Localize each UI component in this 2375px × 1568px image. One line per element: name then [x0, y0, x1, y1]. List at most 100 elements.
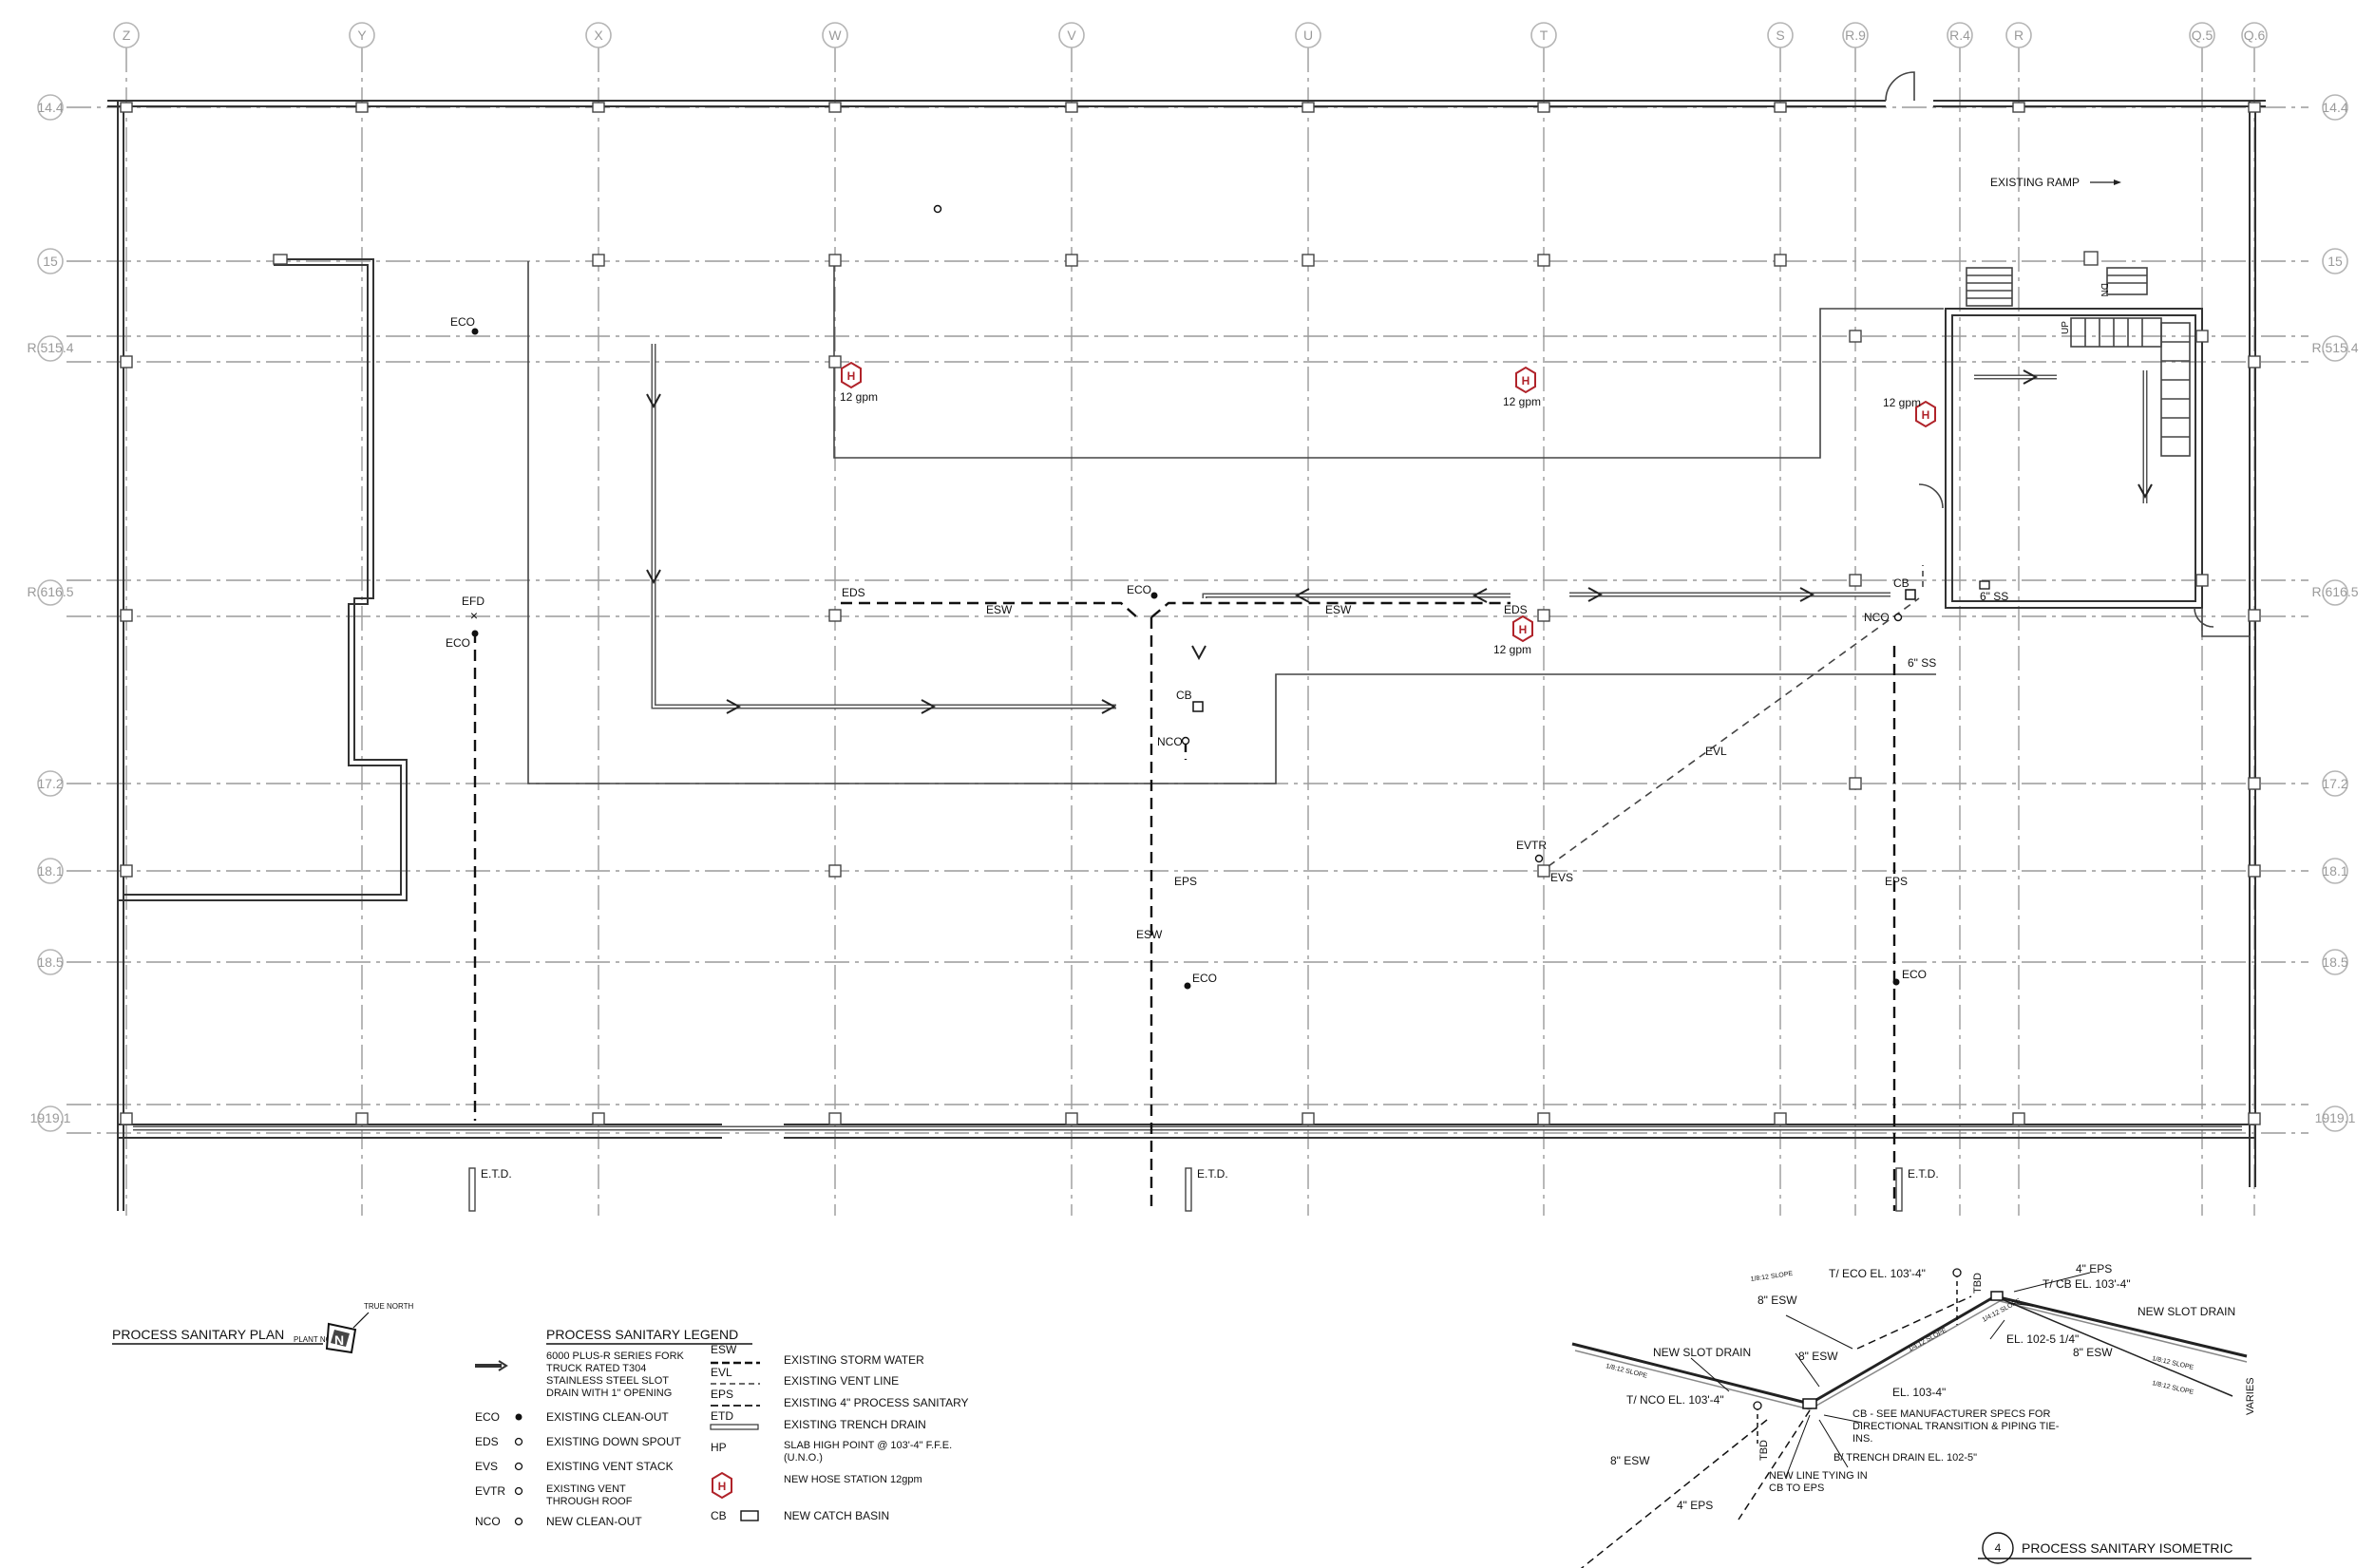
ramp-arrow-head [2114, 179, 2121, 185]
eco-marker-4 [1184, 982, 1191, 990]
gpm-label-1: 12 gpm [840, 390, 878, 404]
svg-text:14.4: 14.4 [37, 100, 63, 115]
top-grid-bubbles: Z Y X W V U T S R.9 R.4 R Q.5 Q.6 [113, 22, 2268, 48]
legend-nco: NCO NEW CLEAN-OUT [475, 1515, 642, 1528]
svg-text:EPS: EPS [711, 1388, 733, 1401]
legend-cb: CB NEW CATCH BASIN [711, 1509, 889, 1522]
grid-bubble-q6: Q.6 [2241, 22, 2268, 48]
svg-text:14.4: 14.4 [2322, 100, 2347, 115]
svg-text:17.2: 17.2 [37, 776, 63, 791]
grid-bubble-x: X [585, 22, 612, 48]
svg-text:NEW CATCH BASIN: NEW CATCH BASIN [784, 1509, 889, 1522]
grid-bubble-r: R [2005, 22, 2032, 48]
svg-text:R.515.4: R.515.4 [27, 340, 73, 355]
ss-label-1: 6" SS [1980, 590, 2008, 603]
svg-text:R.616.5: R.616.5 [27, 584, 73, 599]
grid-bubble-t: T [1530, 22, 1557, 48]
svg-text:1/4:12 SLOPE: 1/4:12 SLOPE [1908, 1327, 1948, 1352]
svg-text:EVL: EVL [711, 1366, 732, 1379]
svg-text:ETD: ETD [711, 1409, 733, 1423]
svg-text:EXISTING DOWN SPOUT: EXISTING DOWN SPOUT [546, 1435, 682, 1448]
cb-label-1: CB [1176, 689, 1192, 702]
legend-etd: ETD EXISTING TRENCH DRAIN [710, 1409, 926, 1431]
svg-text:H: H [1519, 623, 1528, 636]
row-bubble-15-4: R.515.4 R.515.4 [27, 335, 2359, 362]
svg-text:TRUE NORTH: TRUE NORTH [364, 1302, 414, 1311]
hose-station-4: H [1512, 614, 1533, 643]
svg-text:R.515.4: R.515.4 [2311, 340, 2358, 355]
svg-text:15: 15 [43, 254, 58, 269]
svg-text:T/ CB EL. 103'-4": T/ CB EL. 103'-4" [2042, 1277, 2131, 1291]
svg-text:X: X [594, 28, 603, 43]
catch-basin-2 [1905, 589, 1916, 600]
etd-label-2: E.T.D. [1197, 1167, 1228, 1181]
legend-hp: HP SLAB HIGH POINT @ 103'-4" F.F.E. (U.N… [711, 1440, 952, 1464]
stair-dn-label: DN [2099, 283, 2109, 296]
svg-text:18.1: 18.1 [37, 863, 63, 878]
isometric-number: 4 [1995, 1541, 2002, 1555]
svg-text:HP: HP [711, 1441, 727, 1454]
svg-text:CB: CB [711, 1509, 727, 1522]
svg-text:8" ESW: 8" ESW [1758, 1294, 1797, 1307]
eds-label-2: EDS [1504, 603, 1528, 616]
svg-text:NEW CLEAN-OUT: NEW CLEAN-OUT [546, 1515, 642, 1528]
north-arrow-icon: TRUE NORTH PLANT NORTH N [294, 1302, 414, 1354]
etd-label-1: E.T.D. [481, 1167, 512, 1181]
svg-text:VARIES: VARIES [2245, 1377, 2256, 1415]
svg-text:T: T [1540, 28, 1548, 43]
isometric-title: PROCESS SANITARY ISOMETRIC [2022, 1540, 2233, 1556]
row-bubble-19: 1919.1 1919.1 [30, 1105, 2356, 1132]
svg-text:NEW SLOT DRAIN: NEW SLOT DRAIN [2138, 1305, 2235, 1318]
nco-marker-1 [1181, 736, 1190, 746]
nco-label-2: NCO [1864, 611, 1890, 624]
svg-text:17.2: 17.2 [2322, 776, 2347, 791]
eds-label-1: EDS [842, 586, 865, 599]
svg-text:H: H [1922, 408, 1930, 422]
evl-label: EVL [1705, 745, 1727, 758]
svg-text:EVS: EVS [475, 1460, 498, 1473]
eco-marker-5 [1892, 978, 1900, 986]
svg-text:NCO: NCO [475, 1515, 501, 1528]
gpm-label-2: 12 gpm [1503, 395, 1541, 408]
svg-text:EXISTING VENT LINE: EXISTING VENT LINE [784, 1374, 899, 1388]
svg-text:1919.1: 1919.1 [2315, 1110, 2356, 1125]
grid-lines [66, 47, 2308, 1216]
grid-bubble-r9: R.9 [1842, 22, 1869, 48]
svg-text:TBD: TBD [1758, 1440, 1770, 1461]
svg-text:T/ ECO EL. 103'-4": T/ ECO EL. 103'-4" [1829, 1267, 1926, 1280]
eco-label-3: ECO [1127, 583, 1151, 596]
svg-text:1/8:12 SLOPE: 1/8:12 SLOPE [2152, 1380, 2195, 1396]
efd-marker: × [470, 608, 478, 623]
svg-text:8" ESW: 8" ESW [1610, 1454, 1650, 1467]
isometric-detail: 1/8:12 SLOPE T/ ECO EL. 103'-4" TBD 4" E… [1571, 1262, 2256, 1568]
svg-text:Y: Y [357, 28, 367, 43]
svg-text:EXISTING STORM WATER: EXISTING STORM WATER [784, 1353, 924, 1367]
stairs: UP DN [1966, 267, 2191, 457]
grid-bubble-r4: R.4 [1947, 22, 1973, 48]
evtr-marker [1534, 854, 1544, 863]
row-bubble-15: 15 15 [37, 248, 2348, 274]
existing-piping [473, 565, 1924, 1211]
svg-text:R.9: R.9 [1845, 28, 1866, 43]
svg-text:EVTR: EVTR [475, 1484, 505, 1498]
svg-text:S: S [1776, 28, 1784, 43]
svg-text:Q.5: Q.5 [2192, 28, 2214, 43]
etd-label-3: E.T.D. [1908, 1167, 1939, 1181]
svg-text:EL. 103-4": EL. 103-4" [1892, 1386, 1946, 1399]
svg-text:18.5: 18.5 [2322, 954, 2347, 970]
slot-drains [133, 344, 2242, 1212]
legend-eco: ECO EXISTING CLEAN-OUT [475, 1410, 669, 1424]
gpm-label-4: 12 gpm [1493, 643, 1531, 656]
ss-label-2: 6" SS [1908, 656, 1936, 670]
svg-text:EXISTING VENT STACK: EXISTING VENT STACK [546, 1460, 674, 1473]
hose-station-2: H [1515, 366, 1536, 394]
svg-text:EXISTING TRENCH DRAIN: EXISTING TRENCH DRAIN [784, 1418, 926, 1431]
svg-text:Q.6: Q.6 [2244, 28, 2266, 43]
legend-slot-drain: 6000 PLUS-R SERIES FORK TRUCK RATED T304… [475, 1351, 684, 1399]
existing-ramp-label: EXISTING RAMP [1990, 176, 2080, 189]
row-bubble-18-1: 18.1 18.1 [37, 858, 2348, 884]
svg-text:PLANT NORTH: PLANT NORTH [294, 1335, 347, 1344]
legend-evl: EVL EXISTING VENT LINE [711, 1366, 899, 1388]
eps-label-2: EPS [1885, 875, 1908, 888]
